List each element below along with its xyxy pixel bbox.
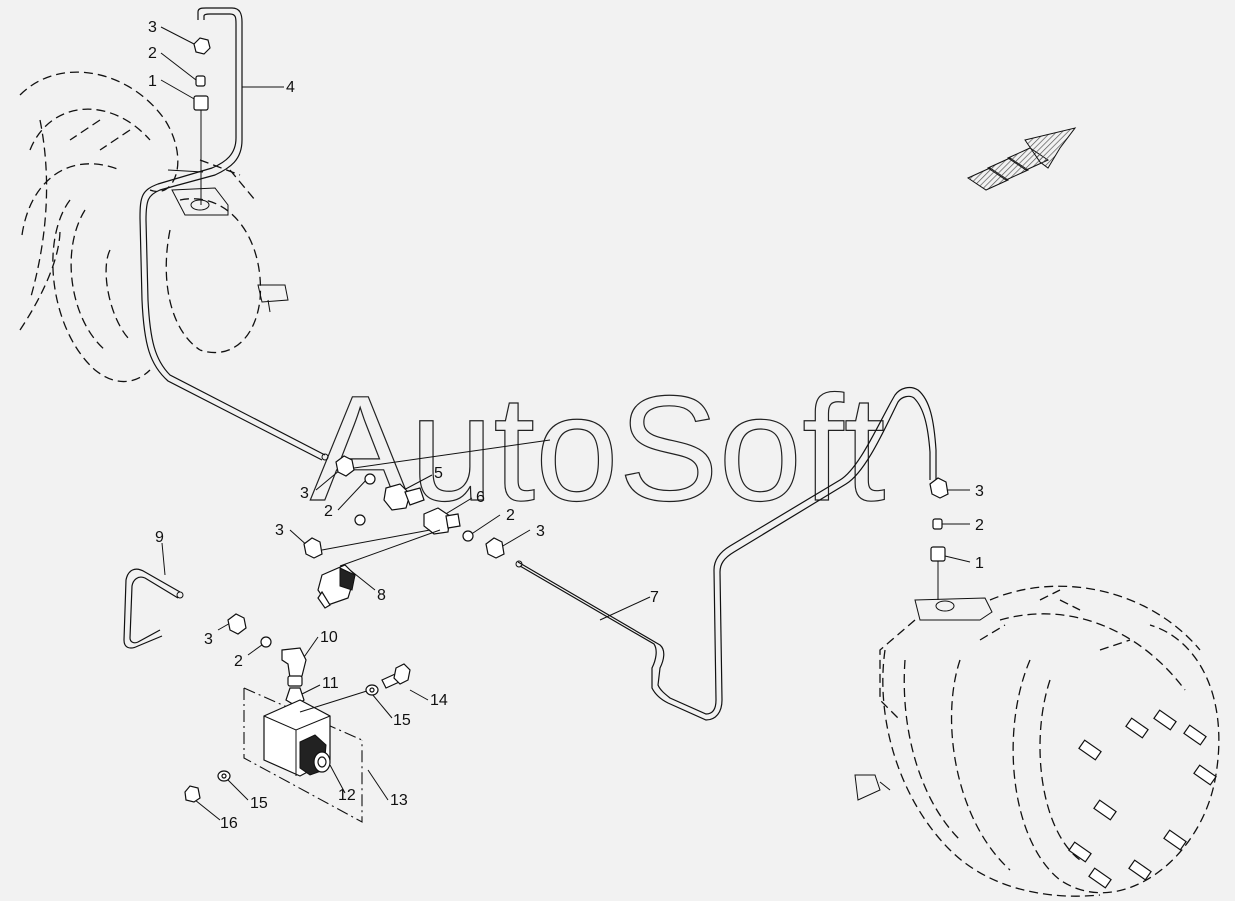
callout-2-center-left: 2: [324, 503, 333, 520]
callout-3-right: 3: [975, 483, 984, 500]
right-fittings: [929, 477, 949, 600]
top-left-fittings: [193, 37, 211, 205]
callout-1-top: 1: [148, 73, 157, 90]
callout-3-center-left: 3: [300, 485, 309, 502]
valve-assembly: [243, 687, 371, 823]
callout-2-right: 2: [975, 517, 984, 534]
callout-7: 7: [650, 589, 659, 606]
callout-16: 16: [220, 815, 238, 832]
callout-14: 14: [430, 692, 448, 709]
brake-line-7: [515, 386, 937, 721]
nut-16: [184, 770, 231, 803]
callout-11: 11: [322, 675, 339, 692]
center-fittings: [303, 455, 505, 609]
callout-15-lower: 15: [250, 795, 268, 812]
callout-3-center-right: 3: [536, 523, 545, 540]
callout-15-upper: 15: [393, 712, 411, 729]
callout-3-top: 3: [148, 19, 157, 36]
callout-6: 6: [476, 489, 485, 506]
callout-9: 9: [155, 529, 164, 546]
bolt-14: [365, 663, 411, 696]
callout-4: 4: [286, 79, 295, 96]
callout-8: 8: [377, 587, 386, 604]
brake-line-4: [139, 7, 329, 461]
callout-labels: 3 2 1 4 3 2 5 6 2 3 3 9 8 7 3 2 10 11 14…: [148, 19, 984, 832]
callout-1-right: 1: [975, 555, 984, 572]
callout-3-mid: 3: [275, 522, 284, 539]
callout-3-lower: 3: [204, 631, 213, 648]
right-final-drive: [854, 585, 1220, 897]
callout-2-top: 2: [148, 45, 157, 62]
callout-10: 10: [320, 629, 338, 646]
callout-2-center-right: 2: [506, 507, 515, 524]
callout-5: 5: [434, 465, 443, 482]
callout-12: 12: [338, 787, 356, 804]
callout-13: 13: [390, 792, 408, 809]
brake-line-9: [123, 568, 184, 649]
forward-arrow-icon: [966, 127, 1077, 191]
left-final-drive: [19, 71, 289, 383]
wheel-studs: [1068, 709, 1217, 889]
callout-2-lower: 2: [234, 653, 243, 670]
